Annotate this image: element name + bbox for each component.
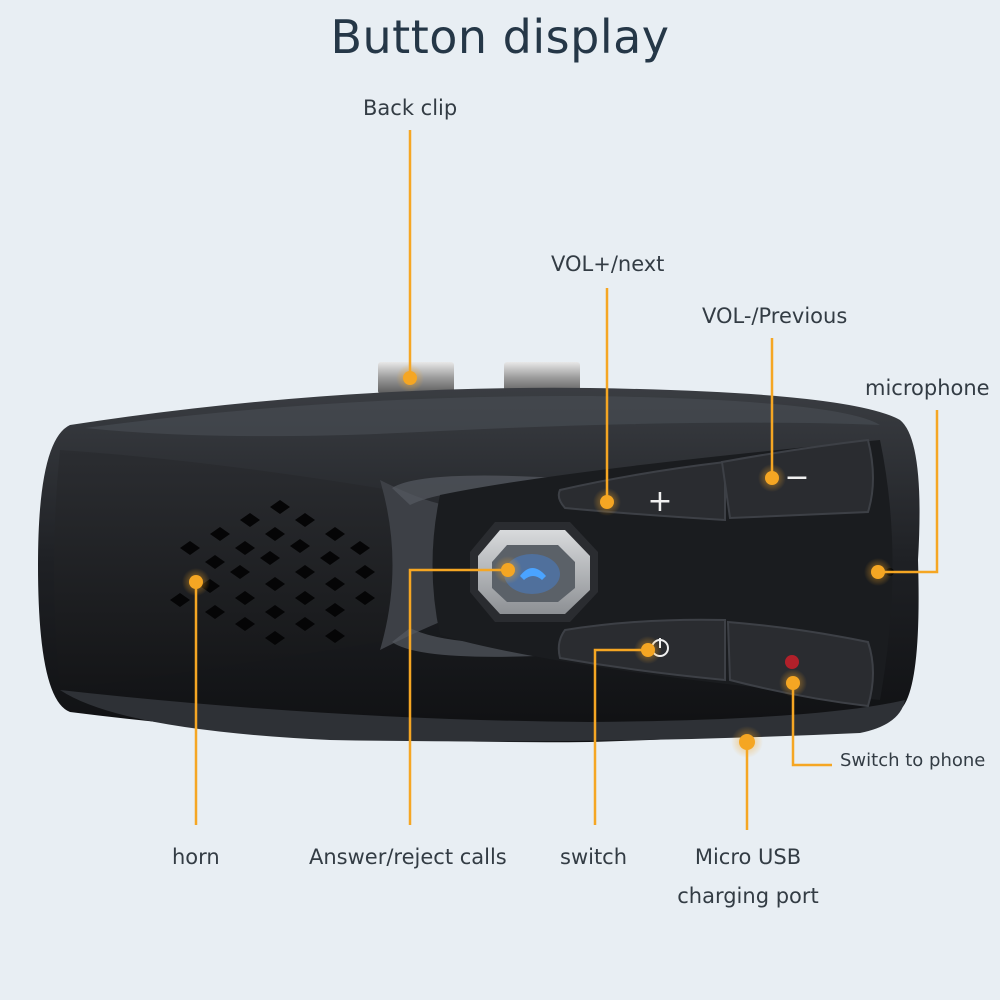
page-title: Button display xyxy=(330,10,670,64)
plus-icon: + xyxy=(647,484,672,519)
back-clip-right xyxy=(504,362,580,394)
label-vol-down: VOL-/Previous xyxy=(702,304,848,328)
label-back-clip: Back clip xyxy=(363,96,458,120)
callout-lines xyxy=(194,130,939,830)
label-answer-reject: Answer/reject calls xyxy=(309,845,507,869)
label-switch-to-phone: Switch to phone xyxy=(840,750,986,771)
led-indicator xyxy=(785,655,799,669)
call-button xyxy=(470,522,598,622)
vol-down-button: − xyxy=(720,438,874,520)
speaker-grille xyxy=(170,500,375,645)
label-vol-up: VOL+/next xyxy=(551,252,665,276)
phone-icon xyxy=(520,568,546,580)
label-usb-line2: charging port xyxy=(677,884,819,908)
label-usb-line1: Micro USB xyxy=(694,845,802,869)
callout-dots xyxy=(182,364,892,758)
label-horn: horn xyxy=(172,845,220,869)
minus-icon: − xyxy=(784,460,809,495)
label-switch: switch xyxy=(560,845,628,869)
label-microphone: microphone xyxy=(865,376,990,400)
